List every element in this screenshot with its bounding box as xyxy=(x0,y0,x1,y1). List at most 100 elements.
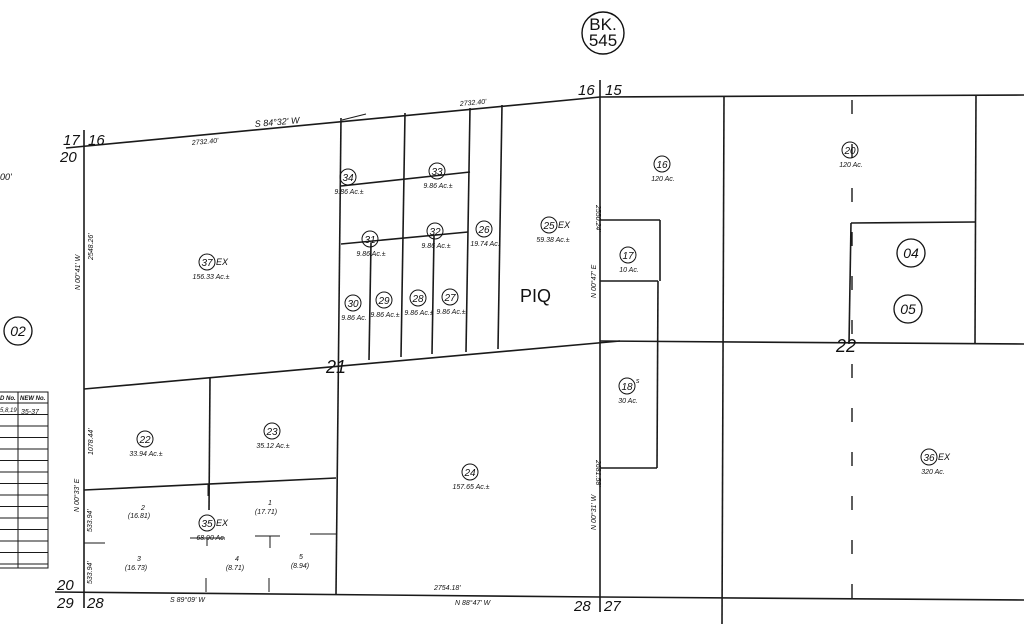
parcel-number-circle xyxy=(461,463,479,481)
distance-label: 2550.24' xyxy=(594,204,601,232)
bearing-label: S 89°09' W xyxy=(170,596,206,604)
bearing-label: N 00°47' E xyxy=(590,264,598,298)
parcel-number-circle xyxy=(619,246,637,264)
parcel-30[interactable]: 309.86 Ac. xyxy=(341,294,367,322)
parcel-32[interactable]: 329.86 Ac.± xyxy=(421,222,451,250)
parcel-acreage: 30 Ac. xyxy=(618,398,638,405)
lot-area: (16.73) xyxy=(125,565,147,572)
parcel-acreage: 9.86 Ac.± xyxy=(423,183,452,190)
section-28: 28 xyxy=(86,595,104,612)
parcel-number-circle xyxy=(375,291,393,309)
parcel-number-circle xyxy=(361,230,379,248)
lot-number: 1 xyxy=(268,500,272,507)
section-17: 17 xyxy=(63,132,80,149)
map-page-number: 05 xyxy=(900,301,916,317)
book-number-badge: BK. 545 xyxy=(581,11,625,55)
parcel-acreage: 33.94 Ac.± xyxy=(129,451,162,458)
parcel-suffix: EX xyxy=(558,220,571,230)
section-22: 22 xyxy=(835,336,856,356)
parcel-number: 31 xyxy=(364,235,375,246)
parcel-acreage: 19.74 Ac. xyxy=(470,241,499,248)
parcel-number: 29 xyxy=(377,296,390,307)
parcel-23[interactable]: 23 35.12 Ac.± xyxy=(256,422,290,450)
parcel-number-circle xyxy=(475,220,493,238)
distance-label: 2548.26' xyxy=(88,233,95,261)
map-page-05[interactable]: 05 xyxy=(893,294,923,324)
parcel-number-circle xyxy=(344,294,362,312)
parcel-number-circle xyxy=(441,288,459,306)
parcel-number-circle xyxy=(198,253,216,271)
parcel-number-circle xyxy=(409,289,427,307)
parcel-27[interactable]: 27 9.86 Ac.± xyxy=(436,288,466,316)
parcel-acreage: 9.86 Ac.± xyxy=(356,251,385,258)
distance-label: 00' xyxy=(0,172,12,182)
parcel-acreage: 9.86 Ac.± xyxy=(421,243,450,250)
map-page-refs: 02 04 05 xyxy=(3,238,926,346)
parcel-number-circle xyxy=(540,216,558,234)
map-page-04[interactable]: 04 xyxy=(896,238,926,268)
parcel-number-circle xyxy=(263,422,281,440)
parcel-number: 18 xyxy=(621,382,633,393)
lot-area: (17.71) xyxy=(255,509,277,516)
parcel-number: 34 xyxy=(342,173,354,184)
lot-number: 2 xyxy=(140,505,145,512)
lot-number: 3 xyxy=(137,556,141,563)
parcel-number-circle xyxy=(841,141,859,159)
parcel-acreage: 156.33 Ac.± xyxy=(192,274,229,281)
section-corner-labels: 17 16 20 16 15 20 29 28 28 27 21 22 xyxy=(56,82,856,615)
parcel-acreage: 9.86 Ac.± xyxy=(436,309,465,316)
parcel-acreage: 35.12 Ac.± xyxy=(256,443,289,450)
parcel-33[interactable]: 339.86 Ac.± xyxy=(423,162,453,190)
map-page-number: 04 xyxy=(903,245,919,261)
book-label: BK. xyxy=(589,15,616,34)
parcel-number: 28 xyxy=(411,294,424,305)
parcel-number: 23 xyxy=(265,427,278,438)
parcel-number: 30 xyxy=(347,299,359,310)
parcel-acreage: 157.65 Ac.± xyxy=(452,484,489,491)
parcel-34[interactable]: 34 9.86 Ac.± xyxy=(334,168,364,196)
parcel-28[interactable]: 28 9.86 Ac.± xyxy=(404,289,434,317)
parcel-number-circle xyxy=(198,514,216,532)
parcel-number-circle xyxy=(920,448,938,466)
parcel-number: 27 xyxy=(443,293,456,304)
parcel-number-circle xyxy=(136,430,154,448)
parcel-31[interactable]: 31 9.86 Ac.± xyxy=(356,230,386,258)
new-number-header: NEW No. xyxy=(20,396,46,402)
parcel-acreage: 9.86 Ac.± xyxy=(404,310,433,317)
lot-number: 4 xyxy=(235,556,239,563)
parcel-lines xyxy=(54,80,1024,624)
map-page-number: 02 xyxy=(10,323,26,339)
bearing-label: S 84°32' W xyxy=(254,115,301,129)
distance-label: 533.94' xyxy=(87,509,94,532)
bearing-label: N 88°47' W xyxy=(455,599,492,607)
map-page-02[interactable]: 02 xyxy=(3,316,33,346)
new-number-cell: 35-37 xyxy=(21,409,40,416)
bearing-labels: S 84°32' W 2732.40' 2732.40' N 00°41' W … xyxy=(0,99,601,607)
lot-labels: 2 (16.81) 1 (17.71) 3 (16.73) 4 (8.71) 5… xyxy=(125,500,309,572)
section-16: 16 xyxy=(88,132,105,149)
parcel-acreage: 68.90 Ac. xyxy=(196,535,225,542)
parcel-acreage: 9.86 Ac.± xyxy=(334,189,363,196)
parcel-number: 20 xyxy=(843,146,856,157)
bearing-label: N 00°33' E xyxy=(73,478,81,512)
parcel-suffix: EX xyxy=(938,452,951,462)
lot-area: (8.71) xyxy=(226,565,244,572)
parcel-number-circle xyxy=(428,162,446,180)
parcel-29[interactable]: 299.86 Ac.± xyxy=(370,291,400,319)
book-number: 545 xyxy=(589,31,617,50)
parcel-acreage: 120 Ac. xyxy=(651,176,675,183)
section-29: 29 xyxy=(56,595,74,612)
